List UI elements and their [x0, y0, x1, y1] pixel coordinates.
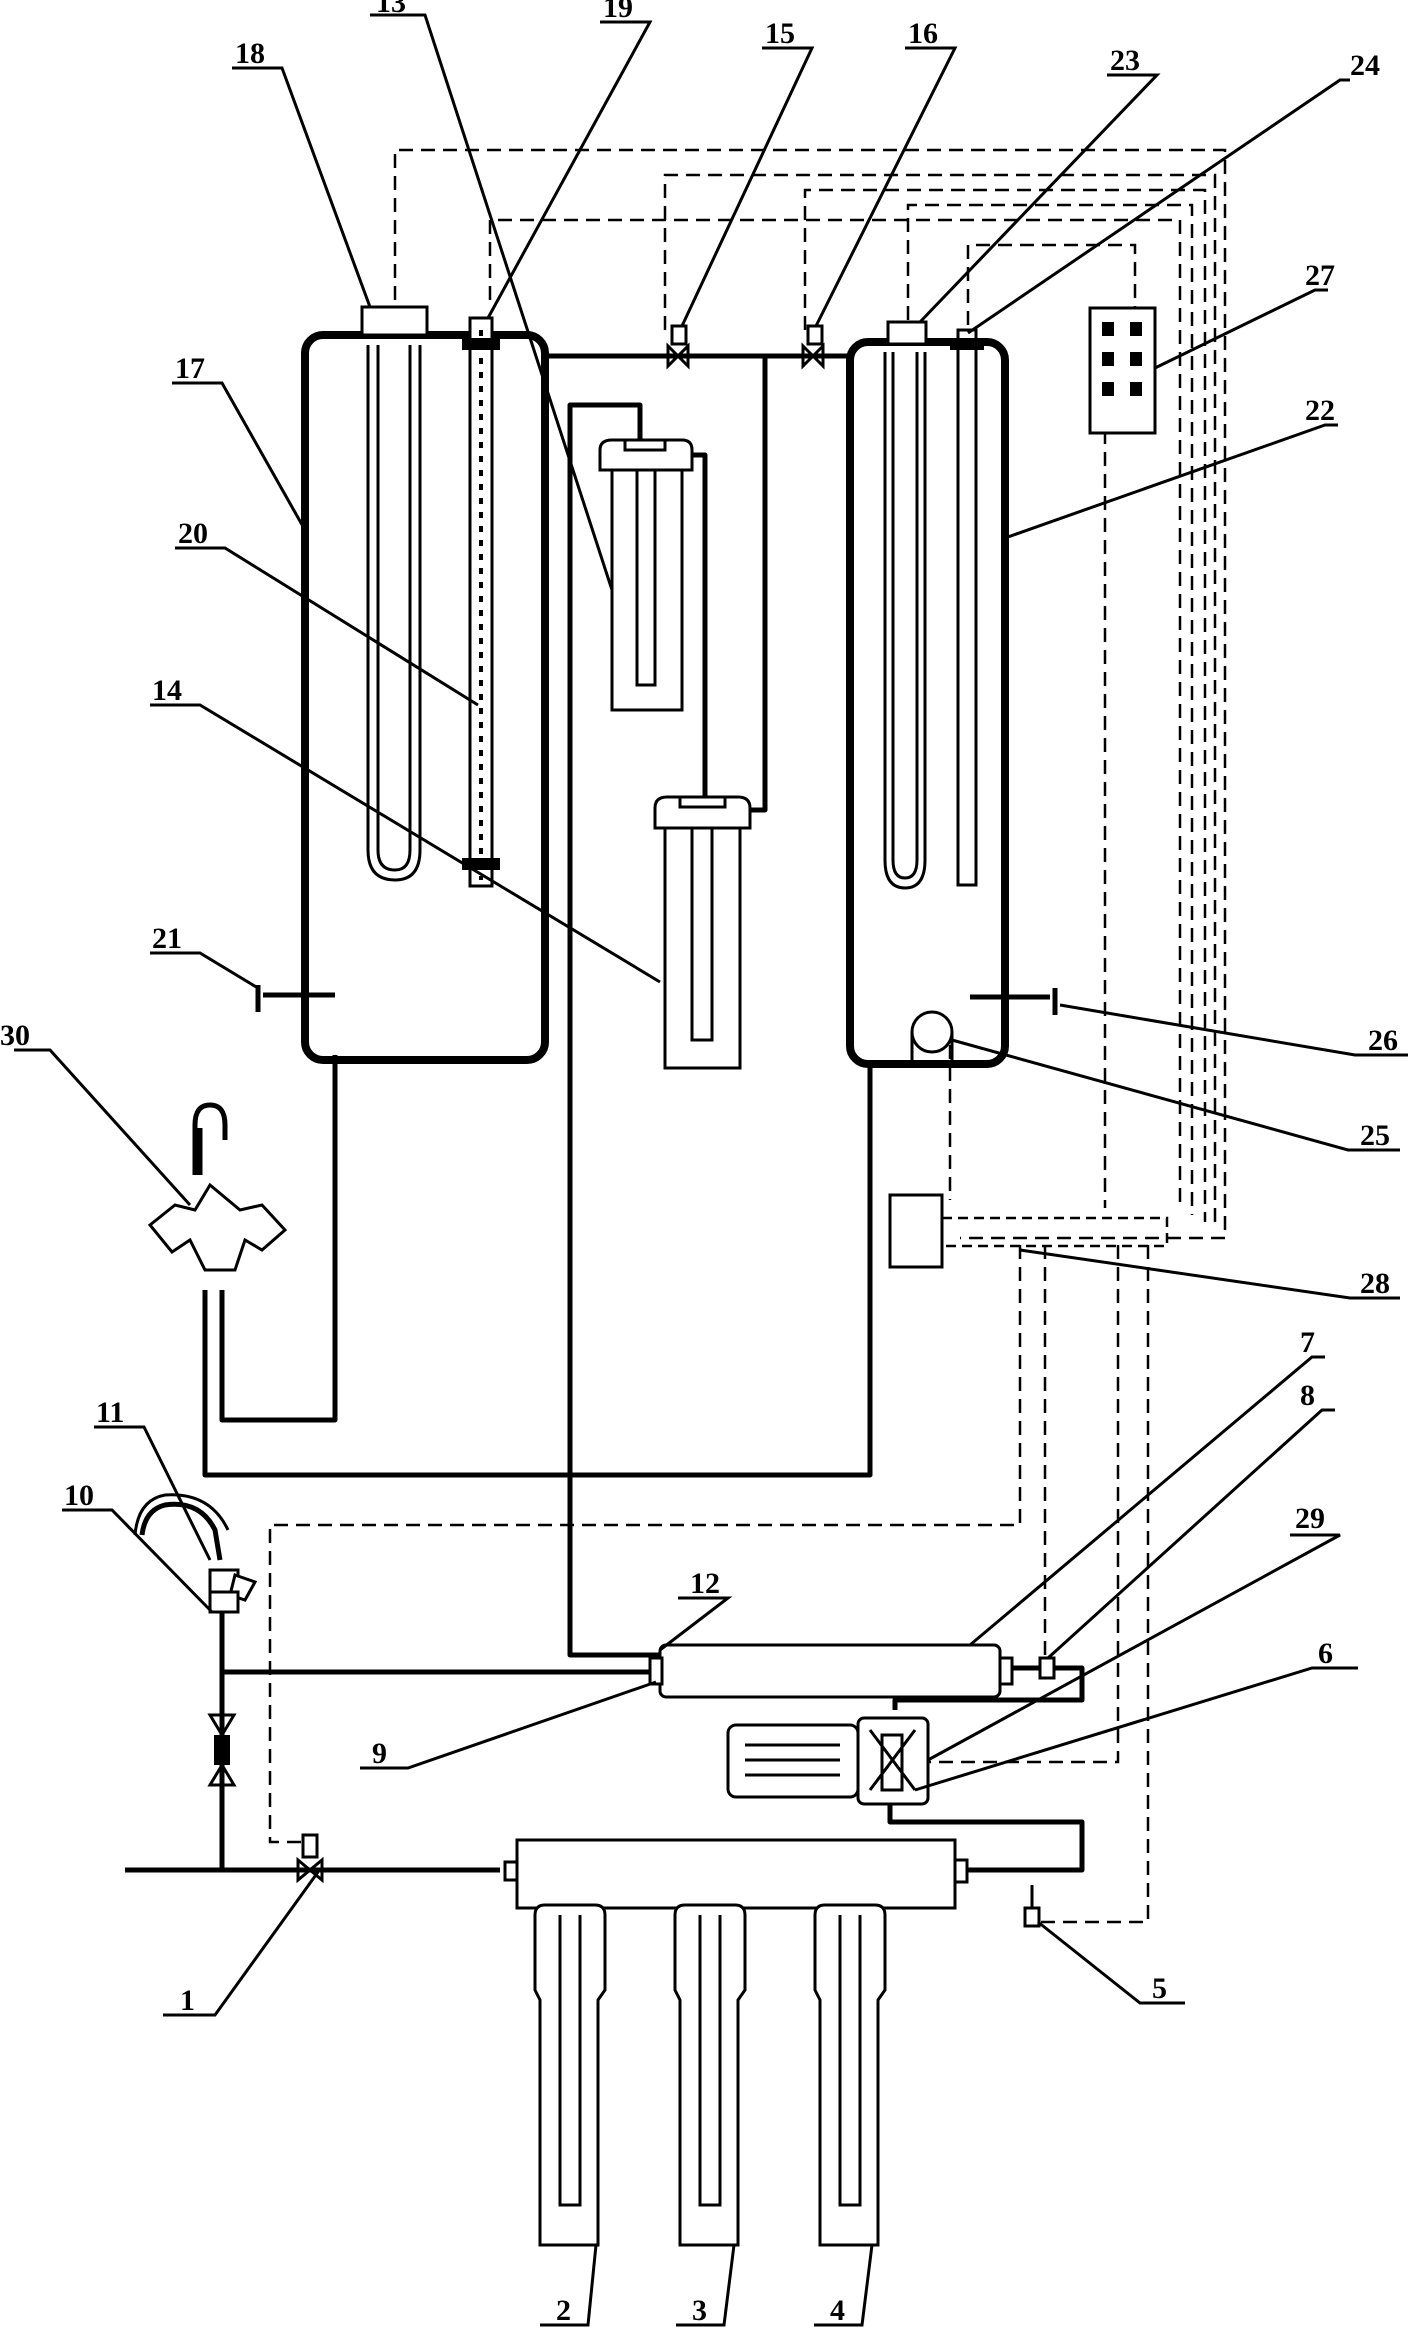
label-11: 11: [96, 1396, 124, 1429]
label-4: 4: [830, 2294, 845, 2327]
hot-water-tank: [255, 305, 549, 1064]
tank-cap-23: [886, 320, 928, 346]
label-17: 17: [175, 352, 205, 385]
label-25: 25: [1360, 1119, 1390, 1152]
label-23: 23: [1110, 44, 1140, 77]
label-21: 21: [152, 922, 182, 955]
label-18: 18: [235, 37, 265, 70]
label-13: 13: [376, 0, 406, 19]
label-29: 29: [1295, 1502, 1325, 1535]
tank-cap-18: [360, 305, 429, 337]
faucet-11: [133, 1493, 258, 1614]
cold-water-tank: [846, 320, 1058, 1068]
label-30: 30: [0, 1019, 30, 1052]
ro-membrane-7: [648, 1643, 1056, 1699]
post-filter-13: [598, 438, 694, 712]
label-26: 26: [1368, 1024, 1398, 1057]
control-panel-27: [1088, 306, 1157, 435]
label-8: 8: [1300, 1379, 1315, 1412]
filter-14: [653, 795, 752, 1070]
label-27: 27: [1305, 259, 1335, 292]
solenoid-valves: [666, 324, 825, 370]
label-9: 9: [372, 1737, 387, 1770]
label-19: 19: [603, 0, 633, 24]
label-24: 24: [1350, 49, 1380, 82]
label-28: 28: [1360, 1267, 1390, 1300]
leader-lines: [14, 13, 1408, 2327]
controller-28: [888, 1193, 1169, 1269]
label-6: 6: [1318, 1637, 1333, 1670]
label-12: 12: [690, 1567, 720, 1600]
inlet-valve-1: [296, 1833, 324, 1884]
label-15: 15: [765, 17, 795, 50]
label-14: 14: [152, 674, 182, 707]
label-1: 1: [180, 1984, 195, 2017]
label-20: 20: [178, 517, 208, 550]
label-10: 10: [64, 1479, 94, 1512]
label-3: 3: [692, 2294, 707, 2327]
water-pipes: [125, 353, 1085, 1873]
prefilter-assembly: [503, 1838, 1041, 2247]
valve-10: [207, 1713, 237, 1787]
label-7: 7: [1300, 1326, 1315, 1359]
booster-pump-6: [726, 1716, 930, 1806]
part-number-labels: 1 2 3 4 5 6 7 8 9 10 11 12 13 14 15 16 1…: [0, 0, 1398, 2327]
faucet-30: [147, 1102, 288, 1272]
label-16: 16: [908, 17, 938, 50]
label-22: 22: [1305, 394, 1335, 427]
label-5: 5: [1152, 1972, 1167, 2005]
control-wires: [268, 148, 1227, 1924]
label-2: 2: [556, 2294, 571, 2327]
